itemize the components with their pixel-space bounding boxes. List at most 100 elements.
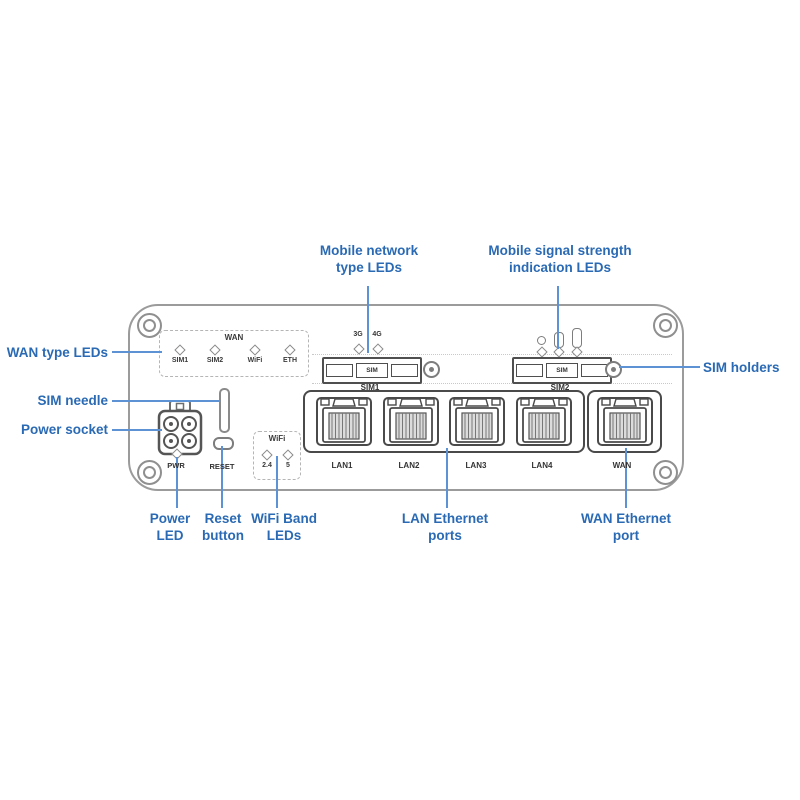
leader-power-socket	[112, 429, 162, 432]
callout-wifi-band-leds: WiFi Band LEDs	[244, 511, 324, 544]
sim2-tray-label: SIM2	[550, 383, 570, 392]
wan-port-group	[587, 390, 662, 453]
rj45-port-lan2	[382, 397, 439, 446]
rj45-port-lan4	[516, 397, 573, 446]
lan4-port-label: LAN4	[531, 461, 553, 470]
lan1-port-label: LAN1	[331, 461, 353, 470]
screw-icon	[137, 313, 162, 338]
power-socket	[157, 400, 203, 456]
callout-line: LEDs	[266, 527, 302, 543]
rj45-port-lan3	[449, 397, 506, 446]
signal-bar-low-icon	[537, 336, 546, 345]
leader-reset	[221, 446, 224, 508]
callout-power-led: Power LED	[130, 511, 210, 544]
callout-line: button	[202, 527, 244, 543]
screw-icon	[653, 313, 678, 338]
screw-icon	[653, 460, 678, 485]
wan-led-sim1: SIM1	[166, 344, 194, 364]
led-label: ETH	[283, 357, 297, 364]
reset-label: RESET	[209, 462, 235, 471]
callout-line: LAN Ethernet	[401, 511, 489, 526]
leader-lan-ports	[446, 448, 449, 508]
lan2-port-label: LAN2	[398, 461, 420, 470]
callout-line: ports	[428, 527, 462, 543]
callout-lan-ethernet-ports: LAN Ethernet ports	[385, 511, 505, 544]
rj45-port-lan1	[315, 397, 372, 446]
wifi-5-led: 5	[278, 449, 298, 469]
sim2-holder: SIM	[512, 357, 612, 384]
leader-wifi-band	[276, 456, 279, 508]
wifi-box-title: WiFi	[268, 434, 286, 443]
leader-mobile-network	[367, 286, 370, 353]
tray-sim-slot: SIM	[356, 363, 388, 378]
tray-sim-slot: SIM	[546, 363, 578, 378]
tray-segment	[581, 364, 608, 377]
3g-led-label: 3G	[353, 331, 363, 338]
sim1-holder: SIM	[322, 357, 422, 384]
callout-line: WiFi Band	[251, 511, 317, 526]
4g-led-label: 4G	[372, 331, 382, 338]
callout-line: SIM holders	[703, 360, 780, 375]
leader-power-led	[176, 457, 179, 508]
callout-line: WAN type LEDs	[6, 345, 108, 360]
callout-mobile-network-type-leds: Mobile network type LEDs	[299, 243, 439, 276]
rj45-port-wan	[596, 397, 653, 446]
wifi-24-led: 2.4	[257, 449, 277, 469]
tray-segment	[516, 364, 543, 377]
tray-segment	[391, 364, 418, 377]
screw-icon	[137, 460, 162, 485]
callout-sim-holders: SIM holders	[703, 360, 800, 377]
callout-power-socket: Power socket	[0, 422, 108, 439]
lan-port-group	[303, 390, 585, 453]
leader-sim-needle	[112, 400, 219, 403]
wan-led-eth: ETH	[276, 344, 304, 364]
callout-sim-needle: SIM needle	[0, 393, 108, 410]
sim1-tray-label: SIM1	[360, 383, 380, 392]
wifi-led-icon	[249, 344, 261, 356]
callout-line: Mobile network	[319, 243, 419, 258]
lan3-port-label: LAN3	[465, 461, 487, 470]
led-label: SIM1	[171, 357, 189, 364]
callout-wan-ethernet-port: WAN Ethernet port	[566, 511, 686, 544]
callout-line: Mobile signal strength	[488, 243, 632, 258]
leader-mobile-signal	[557, 286, 560, 349]
callout-reset-button: Reset button	[183, 511, 263, 544]
callout-line: Power socket	[20, 422, 108, 437]
reset-button	[213, 437, 234, 450]
callout-line: Reset	[204, 511, 242, 526]
callout-line: LED	[156, 527, 184, 543]
wan-port-label: WAN	[612, 461, 632, 470]
pwr-label: PWR	[167, 461, 185, 470]
callout-line: indication LEDs	[508, 259, 611, 275]
sim-needle	[219, 388, 230, 433]
sim1-led-icon	[174, 344, 186, 356]
wifi-24-led-icon	[261, 449, 273, 461]
tray-segment	[326, 364, 353, 377]
led-label: SIM2	[206, 357, 224, 364]
leader-wan-port	[625, 448, 628, 508]
callout-line: port	[612, 527, 640, 543]
callout-line: WAN Ethernet	[580, 511, 671, 526]
callout-line: SIM needle	[37, 393, 108, 408]
leader-sim-holders	[619, 366, 700, 369]
wan-led-box-title: WAN	[224, 333, 244, 342]
sim1-eject-button	[423, 361, 440, 378]
callout-line: type LEDs	[335, 259, 403, 275]
eth-led-icon	[284, 344, 296, 356]
led-label: WiFi	[247, 357, 263, 364]
wan-led-wifi: WiFi	[241, 344, 269, 364]
wifi-5-led-icon	[282, 449, 294, 461]
sim2-eject-button	[605, 361, 622, 378]
wan-led-sim2: SIM2	[201, 344, 229, 364]
callout-line: Power	[149, 511, 191, 526]
sim2-led-icon	[209, 344, 221, 356]
callout-mobile-signal-leds: Mobile signal strength indication LEDs	[480, 243, 640, 276]
panel-seam	[312, 383, 672, 384]
wan-type-led-panel: WAN SIM1 SIM2 WiFi ETH	[159, 330, 309, 377]
callout-wan-type-leds: WAN type LEDs	[0, 345, 108, 362]
panel-seam	[312, 354, 672, 355]
leader-wan-type	[112, 351, 162, 354]
led-label: 2.4	[262, 462, 272, 469]
signal-bar-high-icon	[572, 328, 582, 348]
